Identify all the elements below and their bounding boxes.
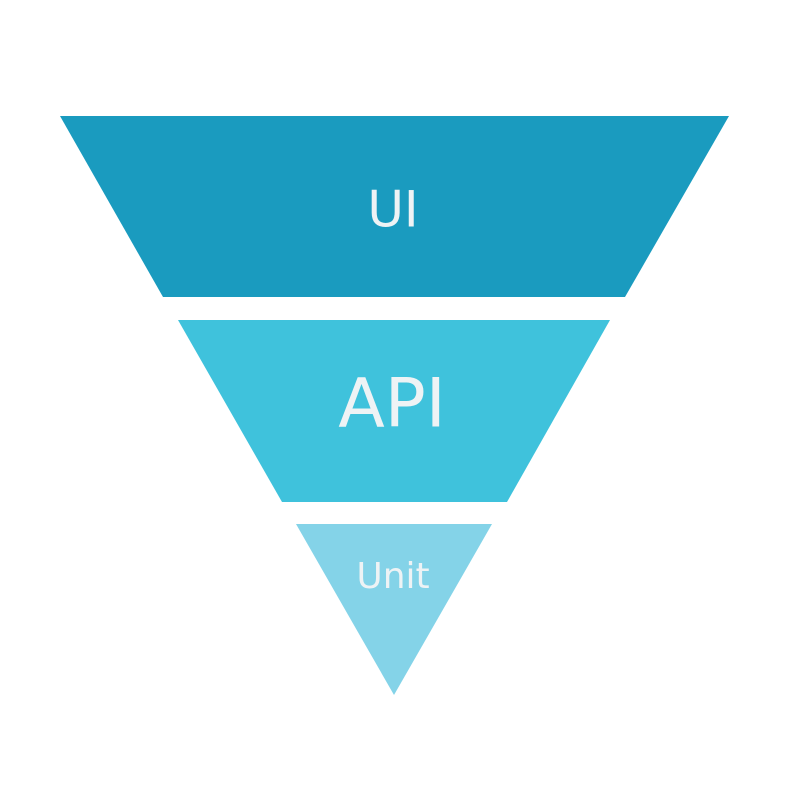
api-layer-shape xyxy=(178,320,610,502)
unit-layer-shape xyxy=(296,524,492,695)
ui-layer-label: UI xyxy=(367,181,418,239)
unit-layer-label: Unit xyxy=(356,556,429,597)
ui-layer-shape xyxy=(60,116,729,297)
api-layer-label: API xyxy=(338,365,446,444)
